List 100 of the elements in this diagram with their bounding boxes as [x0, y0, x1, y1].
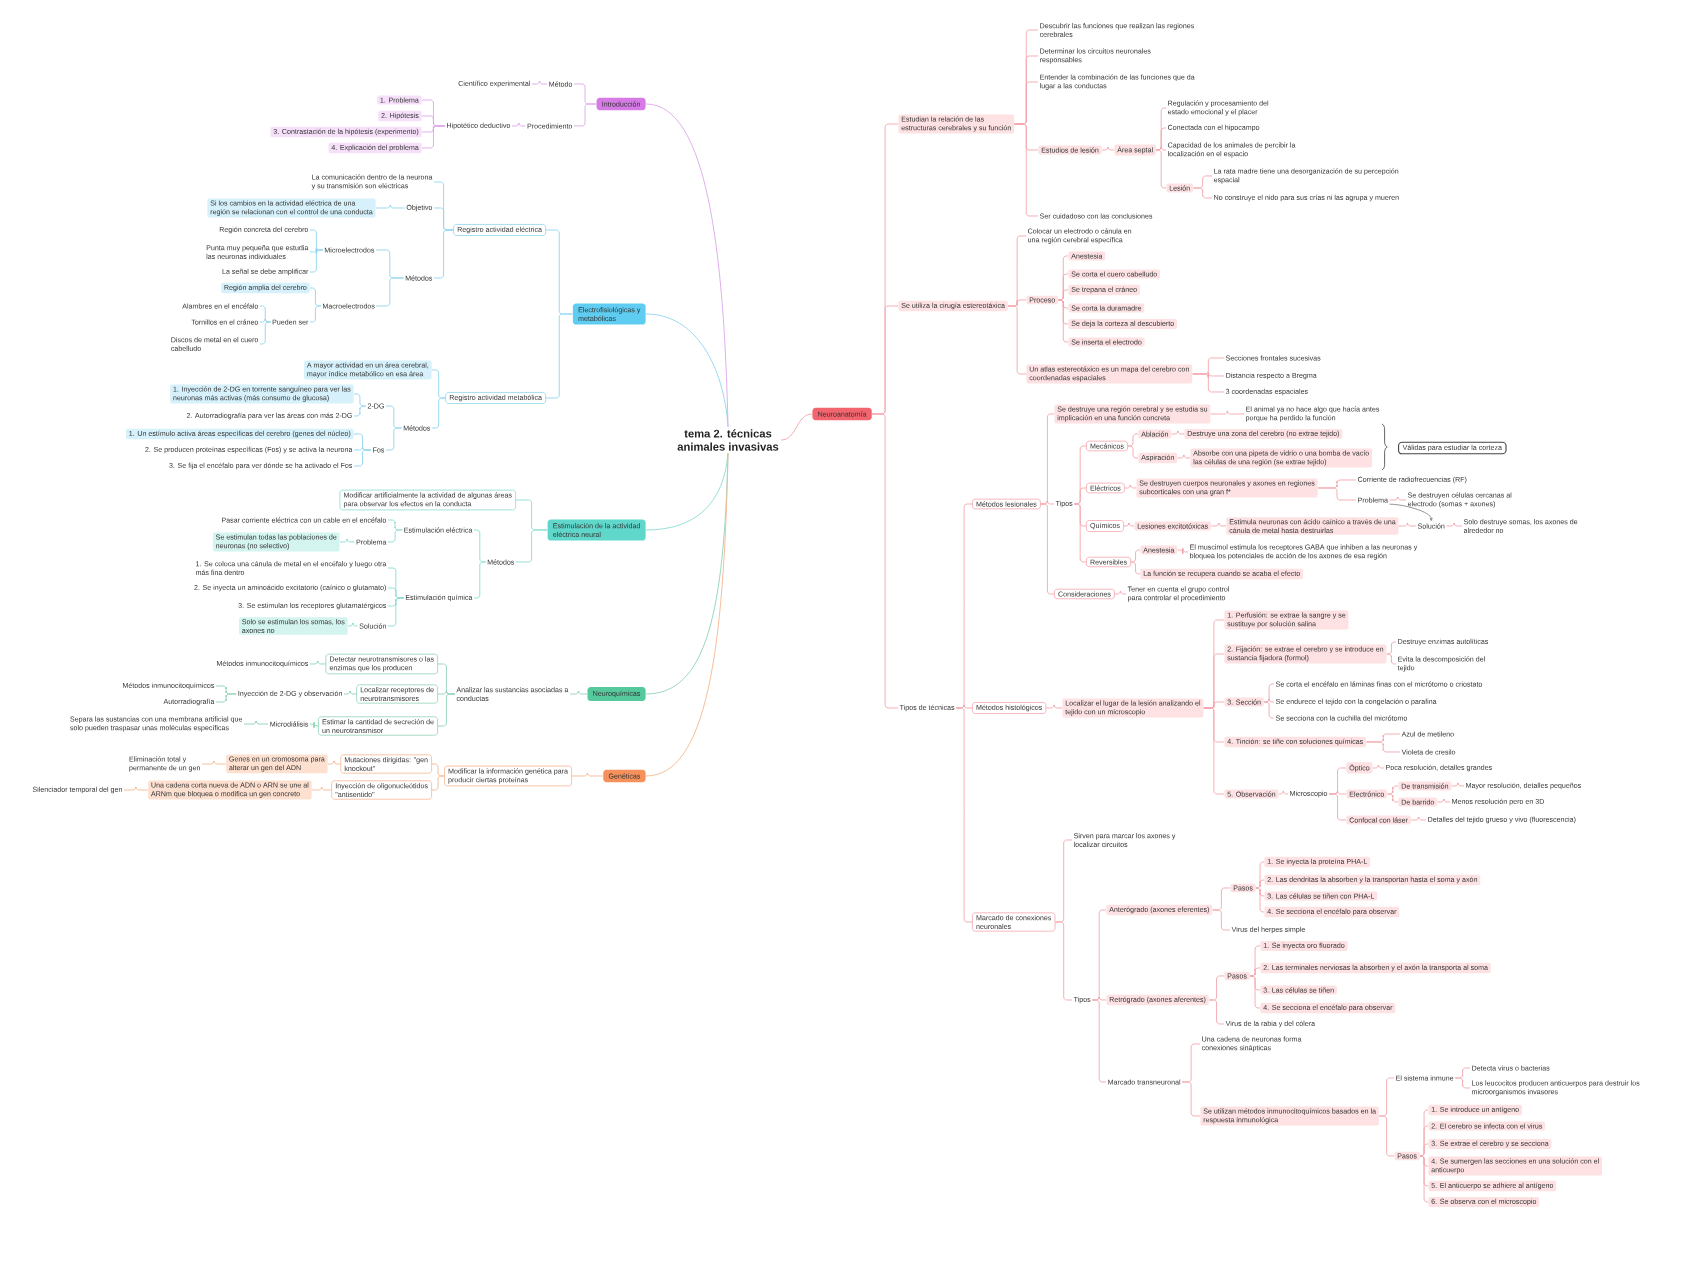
- connector-line: [1177, 547, 1189, 555]
- connector-line: [1419, 1155, 1429, 1203]
- connector-line: [123, 786, 149, 791]
- connector-line: [1155, 127, 1167, 151]
- connector-line: [1177, 454, 1191, 459]
- connector-line: [1211, 522, 1227, 527]
- connector-line: [309, 721, 319, 729]
- connector-line: [1410, 816, 1427, 821]
- connector-line: [1263, 698, 1275, 703]
- connector-line: [1386, 653, 1397, 665]
- connector-line: [1040, 500, 1055, 505]
- connector-line: [545, 313, 573, 399]
- connector-line: [309, 229, 324, 251]
- connector-line: [473, 561, 487, 599]
- connector-line: [1419, 1143, 1429, 1157]
- connector-line: [571, 772, 604, 777]
- connector-line: [1212, 909, 1231, 931]
- connector-line: [1073, 487, 1087, 505]
- connector-line: [1091, 999, 1107, 1083]
- connector-line: [385, 427, 403, 451]
- connector-line: [1255, 887, 1265, 913]
- connector-line: [1045, 704, 1063, 709]
- connector-line: [375, 277, 405, 307]
- connector-line: [1451, 782, 1465, 787]
- connector-line: [259, 318, 271, 323]
- connector-line: [1130, 561, 1141, 575]
- connector-line: [1446, 522, 1463, 527]
- connector-line: [201, 760, 227, 765]
- connector-line: [259, 321, 271, 345]
- connector-line: [645, 103, 729, 428]
- connector-line: [243, 720, 269, 725]
- connector-line: [1101, 146, 1115, 151]
- connector-line: [1249, 975, 1261, 1009]
- connector-line: [1155, 146, 1167, 151]
- connector-line: [473, 529, 487, 563]
- connector-line: [1058, 289, 1069, 301]
- connector-line: [353, 449, 372, 467]
- connector-line: [1278, 790, 1289, 795]
- connector-line: [437, 693, 456, 727]
- connector-line: [645, 313, 729, 428]
- connector-line: [955, 707, 973, 923]
- connector-line: [1328, 793, 1347, 821]
- connector-line: [1378, 1115, 1395, 1157]
- connector-line: [1372, 764, 1385, 769]
- connector-line: [531, 80, 548, 85]
- connector-line: [309, 249, 324, 273]
- connector-line: [1437, 798, 1451, 803]
- relation-arrow: [1389, 503, 1433, 522]
- connector-line: [1454, 1077, 1471, 1089]
- connector-line: [311, 786, 332, 791]
- connector-line: [1210, 410, 1245, 415]
- connector-line: [1398, 522, 1417, 527]
- connector-line: [1263, 683, 1275, 703]
- connector-line: [780, 413, 813, 441]
- connector-line: [1073, 503, 1087, 563]
- connector-line: [431, 369, 446, 399]
- connector-line: [1014, 123, 1039, 217]
- connector-line: [387, 519, 403, 531]
- connector-line: [1114, 590, 1127, 595]
- connector-line: [1387, 793, 1399, 803]
- connector-line: [309, 287, 322, 307]
- connector-line: [387, 529, 403, 543]
- connector-line: [1181, 1081, 1201, 1117]
- connector-line: [353, 393, 367, 407]
- connector-line: [1389, 496, 1407, 501]
- connector-line: [1091, 996, 1107, 1001]
- connector-line: [1386, 641, 1397, 655]
- connector-line: [1124, 484, 1137, 489]
- connector-line: [1123, 522, 1135, 527]
- connector-line: [309, 305, 322, 323]
- connector-line: [511, 122, 526, 127]
- connector-line: [1127, 433, 1139, 447]
- connector-line: [1263, 701, 1275, 719]
- connector-line: [431, 397, 446, 429]
- connector-line: [573, 103, 597, 127]
- connector-line: [1192, 373, 1225, 393]
- connector-line: [1130, 549, 1141, 563]
- connector-line: [375, 204, 406, 209]
- connector-line: [1040, 503, 1055, 595]
- connector-line: [327, 760, 341, 765]
- connector-line: [1155, 149, 1167, 189]
- connector-line: [343, 690, 357, 695]
- connector-line: [1387, 785, 1399, 795]
- connector-line: [1208, 999, 1225, 1025]
- connector-line: [431, 763, 445, 777]
- connector-line: [1255, 879, 1265, 889]
- connector-line: [339, 538, 355, 543]
- connector-line: [1127, 445, 1139, 459]
- connector-line: [431, 775, 445, 791]
- connector-line: [259, 305, 271, 323]
- connector-line: [353, 405, 367, 417]
- connector-line: [1317, 487, 1357, 501]
- connector-line: [215, 693, 237, 703]
- connector-line: [347, 622, 359, 627]
- connector-line: [569, 690, 588, 695]
- connector-line: [1192, 187, 1213, 199]
- connector-line: [1203, 707, 1225, 795]
- connector-line: [1249, 967, 1261, 977]
- connector-line: [433, 229, 454, 279]
- connector-line: [1366, 741, 1401, 753]
